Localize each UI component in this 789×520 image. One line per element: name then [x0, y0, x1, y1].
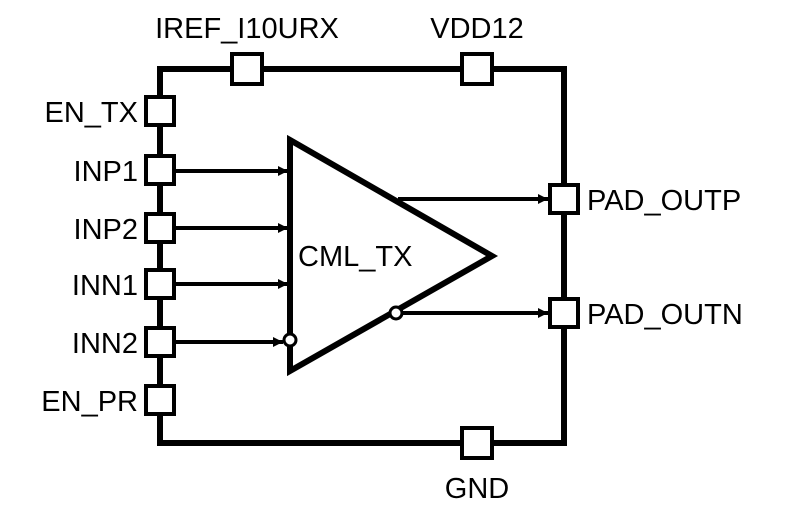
- left-pin-inp1[interactable]: INP1: [74, 154, 288, 188]
- pin-label: VDD12: [430, 13, 524, 45]
- pin-label: INP2: [74, 214, 138, 246]
- bottom-pin-gnd[interactable]: GND: [445, 426, 509, 505]
- pin-pad[interactable]: [548, 297, 580, 329]
- module-boundary: [157, 66, 567, 446]
- pin-pad[interactable]: [144, 384, 176, 416]
- pin-label: PAD_OUTN: [587, 299, 743, 331]
- pin-pad[interactable]: [460, 426, 494, 460]
- pin-pad[interactable]: [144, 154, 176, 186]
- pin-pad[interactable]: [144, 212, 176, 244]
- top-pin-iref[interactable]: IREF_I10URX: [155, 13, 339, 86]
- pin-label: IREF_I10URX: [155, 13, 339, 45]
- right-pin-pad-outp[interactable]: PAD_OUTP: [548, 183, 741, 217]
- top-pin-vdd12[interactable]: VDD12: [430, 13, 524, 86]
- inverting-output-bubble: [388, 305, 404, 321]
- pin-pad[interactable]: [230, 52, 264, 86]
- pin-pad[interactable]: [144, 326, 176, 358]
- pin-pad[interactable]: [548, 183, 580, 215]
- right-pin-pad-outn[interactable]: PAD_OUTN: [548, 297, 743, 331]
- pin-pad[interactable]: [144, 268, 176, 300]
- block-name: CML_TX: [298, 241, 412, 273]
- cml-tx-amplifier[interactable]: CML_TX: [282, 134, 499, 377]
- pin-label: GND: [445, 473, 509, 505]
- pin-label: EN_PR: [41, 386, 138, 418]
- pin-pad[interactable]: [144, 95, 176, 127]
- pin-label: INN1: [72, 270, 138, 302]
- left-pin-inn2[interactable]: INN2: [72, 326, 283, 360]
- inverting-input-bubble: [282, 332, 298, 348]
- left-pin-en-tx[interactable]: EN_TX: [45, 95, 176, 129]
- left-pin-inp2[interactable]: INP2: [74, 212, 288, 246]
- left-pin-inn1[interactable]: INN1: [72, 268, 288, 302]
- pin-label: INP1: [74, 156, 138, 188]
- pin-label: INN2: [72, 328, 138, 360]
- pin-label: PAD_OUTP: [587, 185, 741, 217]
- pin-pad[interactable]: [460, 52, 494, 86]
- left-pin-en-pr[interactable]: EN_PR: [41, 384, 176, 418]
- pin-label: EN_TX: [45, 97, 138, 129]
